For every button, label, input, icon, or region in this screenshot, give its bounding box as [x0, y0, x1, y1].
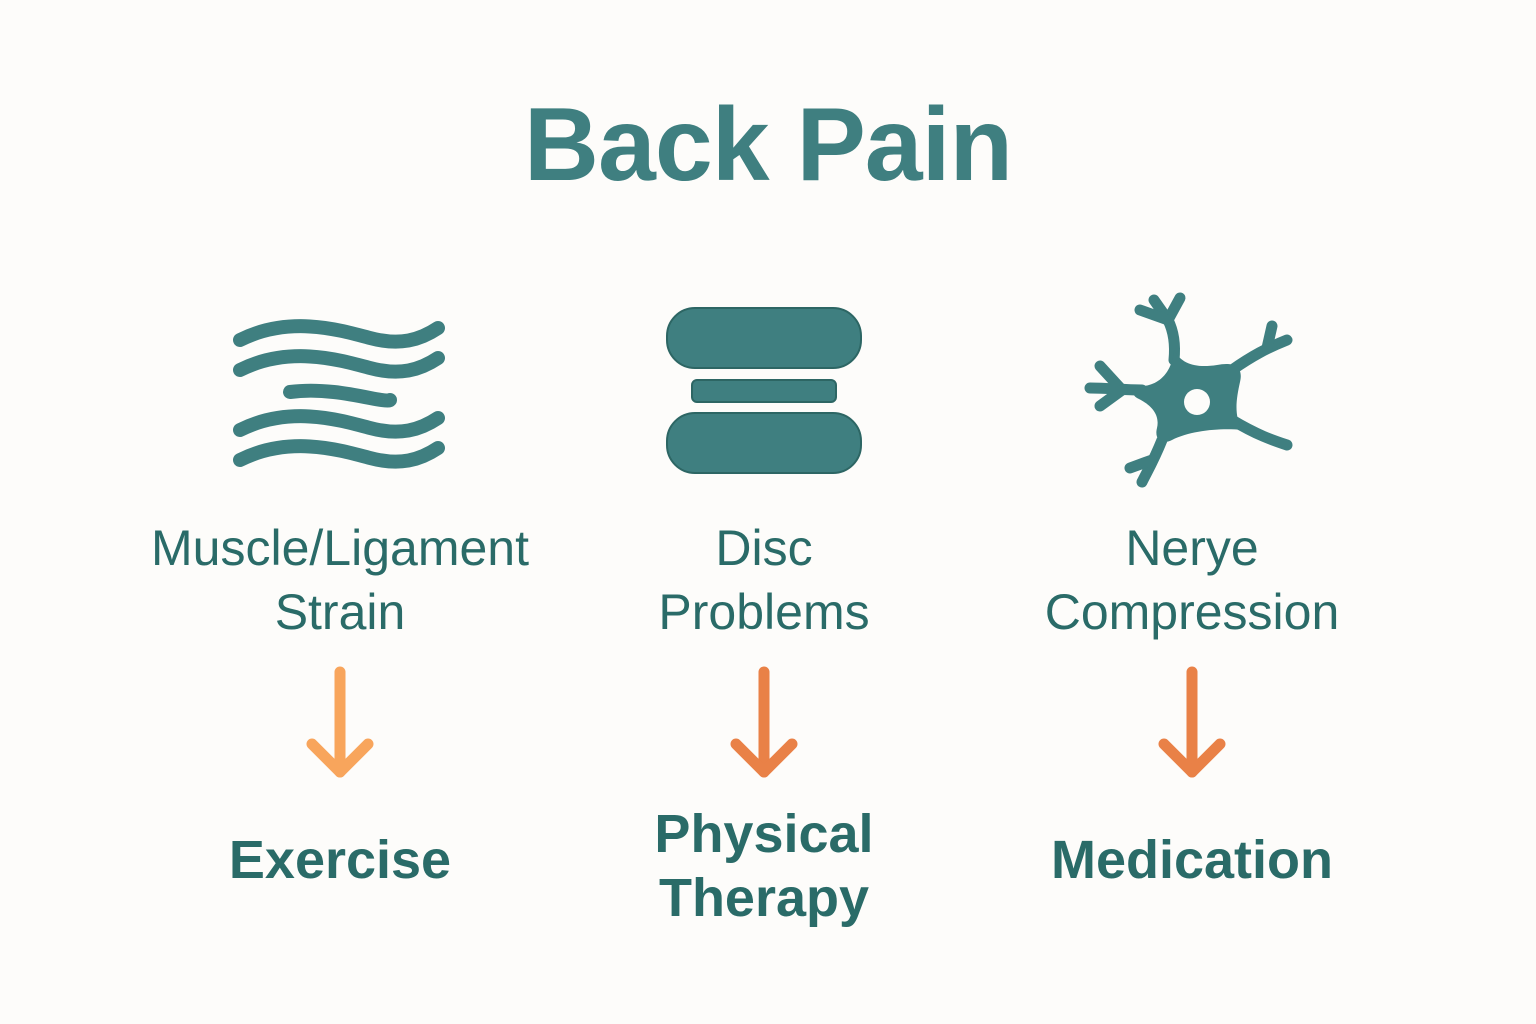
- muscle-fibers-icon: [90, 290, 590, 490]
- cause-label: Disc Problems: [658, 520, 870, 640]
- treatment-label: Physical Therapy: [654, 804, 874, 928]
- diagram-title: Back Pain: [523, 87, 1013, 203]
- cause-label: Muscle/Ligament Strain: [151, 520, 529, 640]
- arrow-down-icon: [514, 664, 1014, 784]
- arrow-down-icon: [942, 664, 1442, 784]
- column-muscle-ligament-strain: Muscle/Ligament Strain Exercise: [90, 0, 590, 1024]
- spinal-disc-icon: [514, 290, 1014, 490]
- arrow-down-icon: [90, 664, 590, 784]
- cause-label: Nerye Compression: [1044, 520, 1340, 640]
- treatment-label: Exercise: [228, 830, 452, 890]
- column-disc-problems: Disc Problems Physical Therapy: [514, 0, 1014, 1024]
- treatment-label: Medication: [1050, 830, 1334, 890]
- column-nerve-compression: Nerye Compression Medication: [942, 0, 1442, 1024]
- nerve-cell-icon: [942, 290, 1442, 490]
